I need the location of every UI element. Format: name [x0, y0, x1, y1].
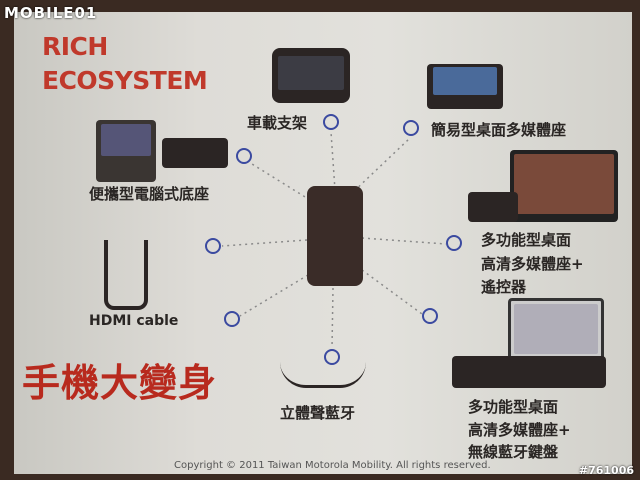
laptop-dock-label: 便攜型電腦式底座 [89, 185, 210, 203]
hd-keyboard-connector-dot [422, 308, 438, 324]
simple-dock-image [427, 64, 503, 109]
hd-keyboard-label-2: 高清多媒體座+ [468, 421, 571, 439]
stereo-connector-dot [324, 349, 340, 365]
hdtv-remote-image [510, 150, 618, 222]
hd-remote-connector-dot [446, 235, 462, 251]
headline: 手機大變身 [22, 361, 218, 405]
car-mount-label: 車載支架 [247, 114, 308, 132]
reference-number: #761006 [578, 464, 634, 477]
keyboard-dock-image [452, 356, 606, 388]
hd-keyboard-label-1: 多功能型桌面 [468, 398, 559, 416]
car-connector-dot [323, 114, 339, 130]
copyright-text: Copyright © 2011 Taiwan Motorola Mobilit… [174, 460, 491, 471]
hdmi2-connector-dot [224, 311, 240, 327]
slide-title-line1: RICH [42, 32, 108, 61]
car-mount-image [272, 48, 350, 103]
simple-dock-label: 簡易型桌面多媒體座 [431, 121, 567, 139]
hdmi-connector-dot [205, 238, 221, 254]
laptop-dock-image [162, 138, 228, 168]
hdmi-label: HDMI cable [89, 313, 179, 329]
hdmi-cable-image [104, 240, 148, 310]
laptop-image [96, 120, 156, 182]
watermark-logo: MOBILE01 [4, 4, 98, 22]
simple-dock-connector-dot [403, 120, 419, 136]
hd-remote-label-3: 遙控器 [481, 278, 527, 296]
slide-title-line2: ECOSYSTEM [42, 66, 208, 95]
stereo-bt-label: 立體聲藍牙 [280, 404, 356, 422]
hd-remote-label-2: 高清多媒體座+ [481, 255, 584, 273]
hd-keyboard-label-3: 無線藍牙鍵盤 [468, 443, 559, 461]
monitor-keyboard-image [508, 298, 604, 364]
laptop-connector-dot [236, 148, 252, 164]
hd-dock-image [468, 192, 518, 222]
hd-remote-label-1: 多功能型桌面 [481, 231, 572, 249]
bluetooth-headset-image [280, 362, 366, 388]
central-phone-image [307, 186, 363, 286]
